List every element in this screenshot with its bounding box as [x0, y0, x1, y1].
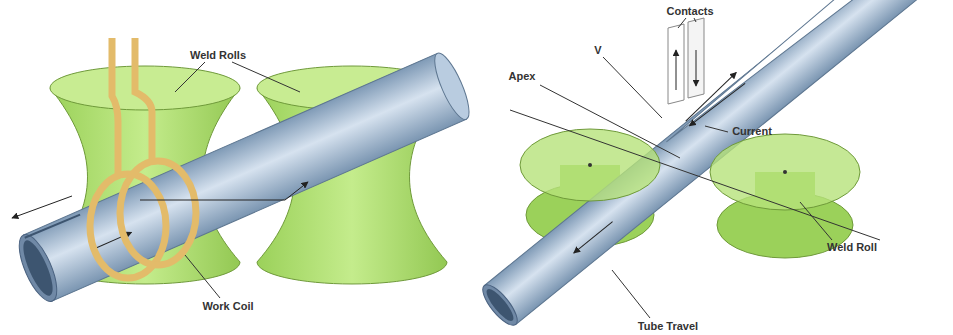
- right-leaders: [510, 18, 880, 318]
- part-label: Tube Travel: [638, 321, 698, 332]
- travel-arrow: [574, 222, 613, 253]
- part-label: Contacts: [666, 6, 713, 17]
- part-label: V: [594, 45, 601, 56]
- leader-line: [603, 57, 662, 118]
- part-label: Weld Roll: [827, 242, 877, 253]
- part-label: Weld Rolls: [190, 50, 246, 61]
- direction-arrow: [285, 182, 308, 200]
- roll-axis-line: [510, 110, 880, 240]
- leader-line: [678, 18, 686, 28]
- tube-seam: [25, 214, 80, 239]
- leader-line: [175, 62, 205, 92]
- coil-lead: [135, 38, 152, 162]
- contacts: [668, 18, 704, 104]
- leader-line: [185, 255, 220, 298]
- leader-line: [612, 270, 650, 318]
- part-label: Apex: [509, 71, 536, 82]
- work-coil: [90, 38, 196, 278]
- right-tube: [473, 0, 953, 330]
- right-weld-roll-upper-discs: [520, 129, 860, 210]
- tube-end: [477, 280, 522, 330]
- tube-end: [12, 230, 65, 306]
- tube-end: [428, 49, 475, 123]
- tube-body: [24, 53, 467, 301]
- v-gap: [661, 0, 943, 150]
- tube-bore: [18, 237, 59, 299]
- leader-line: [705, 126, 728, 132]
- roll-disc: [710, 134, 860, 210]
- coil-lead: [112, 38, 118, 176]
- leader-line: [232, 62, 300, 92]
- current-arrow: [676, 50, 677, 90]
- roll-flange: [50, 66, 240, 110]
- direction-line: [140, 200, 285, 201]
- left-arrows: [12, 182, 308, 218]
- part-label: Work Coil: [202, 301, 253, 312]
- roll-disc: [520, 129, 660, 201]
- tube-body: [484, 0, 953, 324]
- leader-line: [540, 85, 680, 158]
- leader-line: [800, 202, 832, 240]
- roll-center: [588, 163, 592, 167]
- leader-line: [694, 18, 696, 22]
- current-arrow: [696, 50, 697, 86]
- tube-bore: [483, 286, 517, 325]
- left-leaders: [175, 62, 300, 298]
- contact-shoe: [668, 24, 684, 104]
- coil-turn: [120, 161, 196, 265]
- direction-arrow: [12, 196, 72, 218]
- contact-shoe: [688, 18, 704, 98]
- left-tube: [12, 49, 476, 306]
- roll-center: [783, 170, 787, 174]
- part-label: Current: [732, 126, 772, 137]
